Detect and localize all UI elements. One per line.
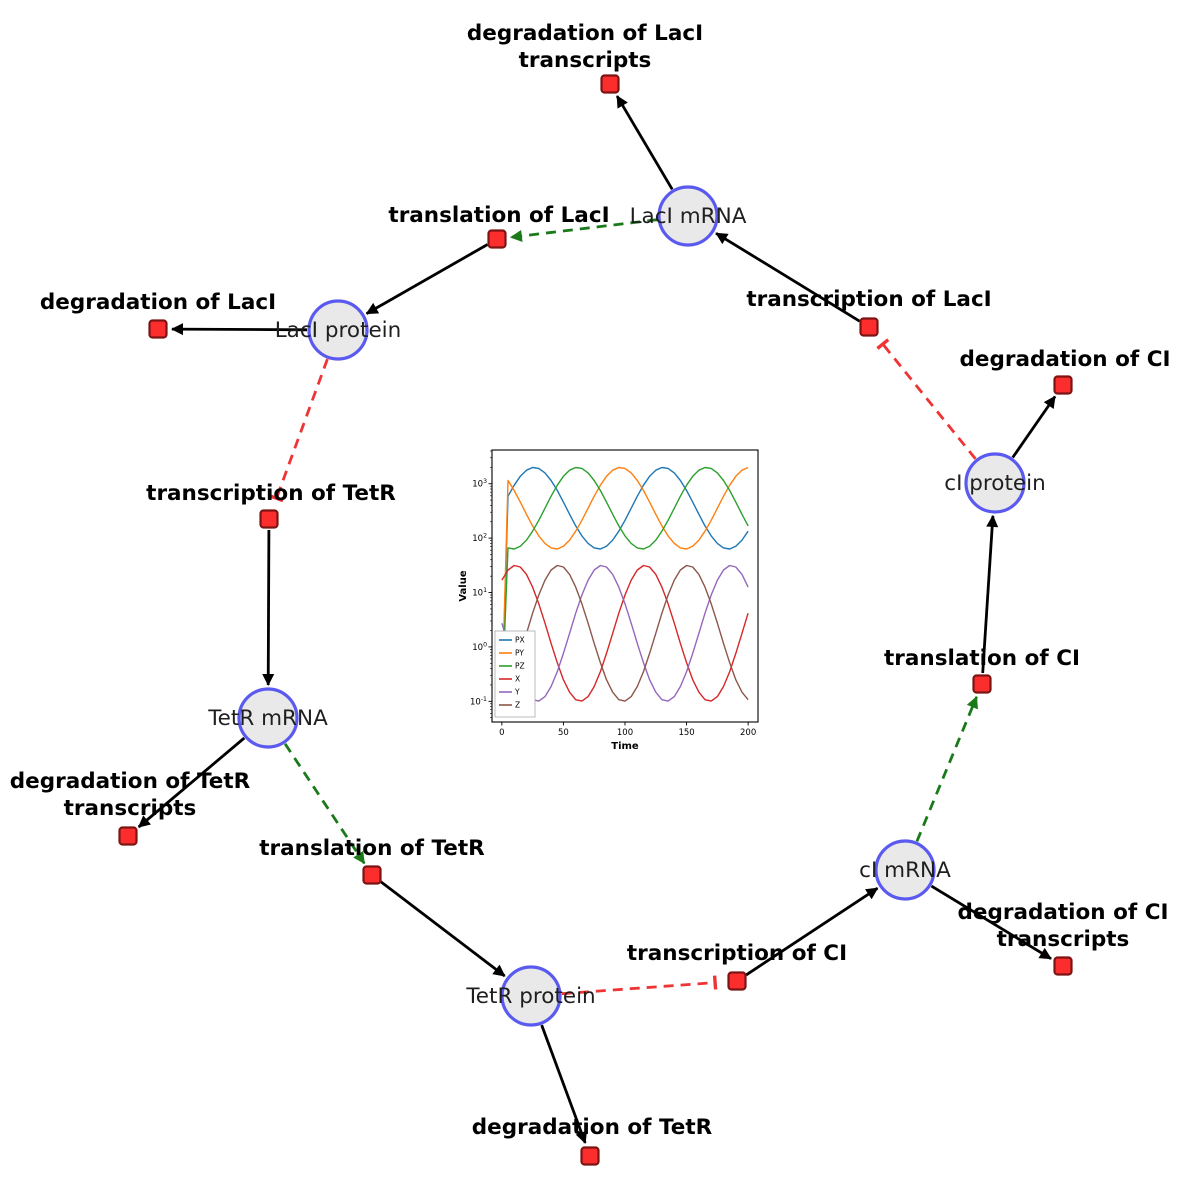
edge-cI_protein-deg_cI [1011,395,1057,459]
edge-cI_protein-txn_lacI [876,338,977,460]
species-node-tetR_protein[interactable] [500,965,562,1027]
chart-series-X [501,564,749,702]
reaction-label-txn_lacI: transcription of LacI [746,287,991,312]
edge-cI_mRNA-transl_cI [915,695,978,842]
edge-txn_tetR-tetR_mRNA [262,529,275,686]
chart-xlabel: Time [611,741,639,752]
reaction-node-transl_cI[interactable] [972,674,992,694]
chart-legend-label-PX: PX [515,636,525,645]
reaction-node-transl_tetR[interactable] [362,865,382,885]
edge-transl_lacI-lacI_protein [365,243,489,315]
reaction-node-deg_tetR_tx[interactable] [118,826,138,846]
reaction-label-transl_lacI: translation of LacI [388,203,609,228]
reaction-node-txn_lacI[interactable] [859,317,879,337]
edge-tetR_protein-deg_tetR [540,1024,588,1144]
edge-txn_cI-cI_mRNA [745,887,879,977]
species-label-tetR_protein: TetR protein [465,984,595,1009]
edge-cI_mRNA-deg_cI_tx [930,884,1052,960]
reaction-node-deg_lacI_tx[interactable] [600,74,620,94]
edge-tetR_protein-txn_cI [561,975,718,996]
reaction-node-transl_lacI[interactable] [487,229,507,249]
chart-y-tick-label: 102 [472,533,487,545]
chart-ticks [488,450,749,726]
chart-legend-label-Y: Y [514,688,520,697]
edge-lacI_protein-txn_tetR [269,358,329,503]
species-node-cI_protein[interactable] [964,452,1026,514]
chart-x-tick-label: 100 [617,728,633,738]
reaction-label-deg_cI: degradation of CI [960,347,1171,372]
edge-transl_tetR-tetR_protein [379,880,506,978]
chart-x-tick-label: 150 [678,728,694,738]
chart-y-tick-label: 100 [472,641,487,653]
reaction-label-transl_cI: translation of CI [884,646,1080,671]
edge-layer [137,95,1057,1144]
reaction-node-deg_cI_tx[interactable] [1053,956,1073,976]
reaction-label-txn_cI: transcription of CI [627,941,847,966]
chart-ylabel: Value [458,570,469,601]
chart-legend-label-Z: Z [515,701,520,710]
chart-series-PZ [501,466,749,702]
edge-lacI_protein-deg_lacI [171,323,308,336]
chart-y-tick-label: 10-1 [470,696,487,708]
chart-y-tick-label: 101 [472,587,487,599]
chart-y-tick-label: 103 [472,478,487,490]
reaction-node-deg_lacI[interactable] [148,319,168,339]
chart-legend-label-PY: PY [515,649,524,658]
edge-tetR_mRNA-transl_tetR [283,743,366,865]
species-node-lacI_mRNA[interactable] [657,185,719,247]
chart-legend-label-PZ: PZ [515,662,525,671]
chart-x-tick-label: 50 [558,728,569,738]
species-label-tetR_mRNA: TetR mRNA [207,706,328,731]
reaction-node-deg_tetR[interactable] [580,1146,600,1166]
reaction-label-deg_lacI: degradation of LacI [40,290,276,315]
chart-series-PY [501,466,749,702]
reaction-node-txn_tetR[interactable] [259,509,279,529]
species-label-cI_protein: cI protein [944,471,1045,496]
reaction-node-txn_cI[interactable] [727,971,747,991]
reaction-label-txn_tetR: transcription of TetR [146,481,396,506]
chart-x-tick-label: 0 [499,728,504,738]
species-label-lacI_protein: LacI protein [275,318,402,343]
edge-transl_cI-cI_protein [981,514,999,674]
reaction-label-transl_tetR: translation of TetR [259,836,485,861]
species-label-lacI_mRNA: LacI mRNA [630,204,747,229]
edge-lacI_mRNA-transl_lacI [509,218,658,242]
edge-tetR_mRNA-deg_tetR_tx [137,736,246,829]
species-node-cI_mRNA[interactable] [874,839,936,901]
chart-series-Y [501,564,749,702]
chart-series-PX [501,466,749,702]
chart-legend-label-X: X [515,675,520,684]
chart-series-layer [501,466,749,702]
reaction-node-deg_cI[interactable] [1053,375,1073,395]
species-label-cI_mRNA: cI mRNA [859,858,951,883]
chart-series-Z [501,564,749,702]
species-node-lacI_protein[interactable] [307,299,369,361]
species-node-tetR_mRNA[interactable] [237,687,299,749]
chart-legend: PX PY PZ XYZ [494,630,536,718]
edge-txn_lacI-lacI_mRNA [715,232,861,323]
reaction-label-deg_tetR: degradation of TetR [472,1115,713,1140]
edge-lacI_mRNA-deg_lacI_tx [615,95,674,191]
chart-x-tick-label: 200 [740,728,756,738]
